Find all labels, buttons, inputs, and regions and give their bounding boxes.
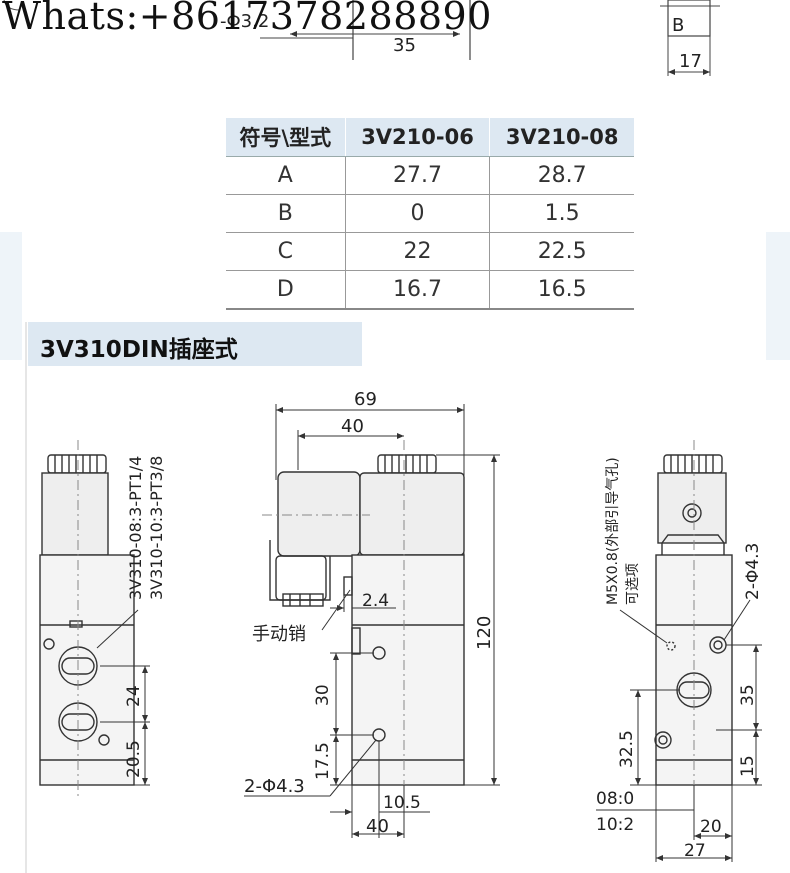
table-cell: B (226, 194, 346, 233)
mid-dim-30: 30 (313, 684, 333, 706)
table-cell: 0 (344, 194, 490, 233)
table-row: D 16.7 16.5 (226, 270, 634, 310)
table-row: A 27.7 28.7 (226, 156, 634, 195)
table-cell: 1.5 (489, 194, 634, 233)
mid-dim-2-4: 2.4 (362, 591, 389, 611)
left-edge-tint (0, 232, 22, 360)
right-dim-35: 35 (738, 684, 758, 706)
section-divider-line (25, 322, 27, 873)
right-dim-27: 27 (684, 841, 706, 861)
section-title: 3V310DIN插座式 (40, 337, 238, 363)
mid-hole-label: 2-Φ4.3 (244, 776, 305, 797)
table-cell: 16.5 (489, 270, 634, 310)
spec-table: 符号\型式 3V210-06 3V210-08 A 27.7 28.7 B 0 … (226, 118, 634, 310)
right-view (596, 440, 762, 862)
mid-dim-17-5: 17.5 (313, 742, 333, 780)
model-label-1: 3V310-08:3-PT1/4 (126, 456, 145, 600)
manual-pin-label: 手动销 (252, 624, 306, 645)
header-model-08: 3V210-08 (489, 118, 634, 157)
left-view (39, 440, 150, 800)
table-cell: D (226, 270, 346, 310)
table-cell: 28.7 (489, 156, 634, 195)
table-cell: A (226, 156, 346, 195)
top-right-fragment: B 17 (660, 0, 720, 76)
left-dim-20-5: 20.5 (124, 740, 144, 778)
right-dim-32-5: 32.5 (617, 730, 637, 768)
label-b-top: B (672, 15, 684, 36)
table-row: B 0 1.5 (226, 194, 634, 233)
left-dim-24: 24 (124, 685, 144, 707)
optional-label: 可选项 (625, 563, 641, 605)
mid-dim-10-5: 10.5 (383, 793, 421, 813)
external-pilot-port-label: M5X0.8(外部引导气孔) (605, 457, 621, 605)
dim-35-top: 35 (393, 35, 416, 56)
right-dim-20: 20 (700, 817, 722, 837)
middle-view (244, 404, 500, 838)
watermark-contact: Whats:+8617378288890 (2, 0, 492, 38)
dim-17-top: 17 (679, 51, 702, 72)
right-dim-15: 15 (738, 755, 758, 777)
header-symbol-model: 符号\型式 (226, 118, 346, 157)
table-cell: 22.5 (489, 232, 634, 271)
mid-dim-40-top: 40 (341, 416, 364, 437)
mid-dim-69: 69 (354, 389, 377, 410)
mid-dim-120: 120 (474, 616, 495, 650)
table-cell: C (226, 232, 346, 271)
phi-label-top: -Φ3.2 (220, 11, 269, 32)
port-ratio-10: 10:2 (596, 815, 634, 835)
header-model-06: 3V210-06 (344, 118, 490, 157)
spec-table-header: 符号\型式 3V210-06 3V210-08 (226, 118, 634, 157)
table-cell: 16.7 (344, 270, 490, 310)
table-cell: 22 (344, 232, 490, 271)
right-hole-label: 2-Φ4.3 (743, 543, 763, 600)
model-label-2: 3V310-10:3-PT3/8 (147, 456, 166, 600)
table-row: C 22 22.5 (226, 232, 634, 271)
mid-dim-40-bottom: 40 (366, 816, 389, 837)
right-edge-tint (766, 232, 790, 360)
port-ratio-08: 08:0 (596, 789, 634, 809)
table-cell: 27.7 (344, 156, 490, 195)
top-left-fragment: 35 -Φ3.2 (3, 0, 471, 60)
section-header-bar (28, 322, 362, 366)
